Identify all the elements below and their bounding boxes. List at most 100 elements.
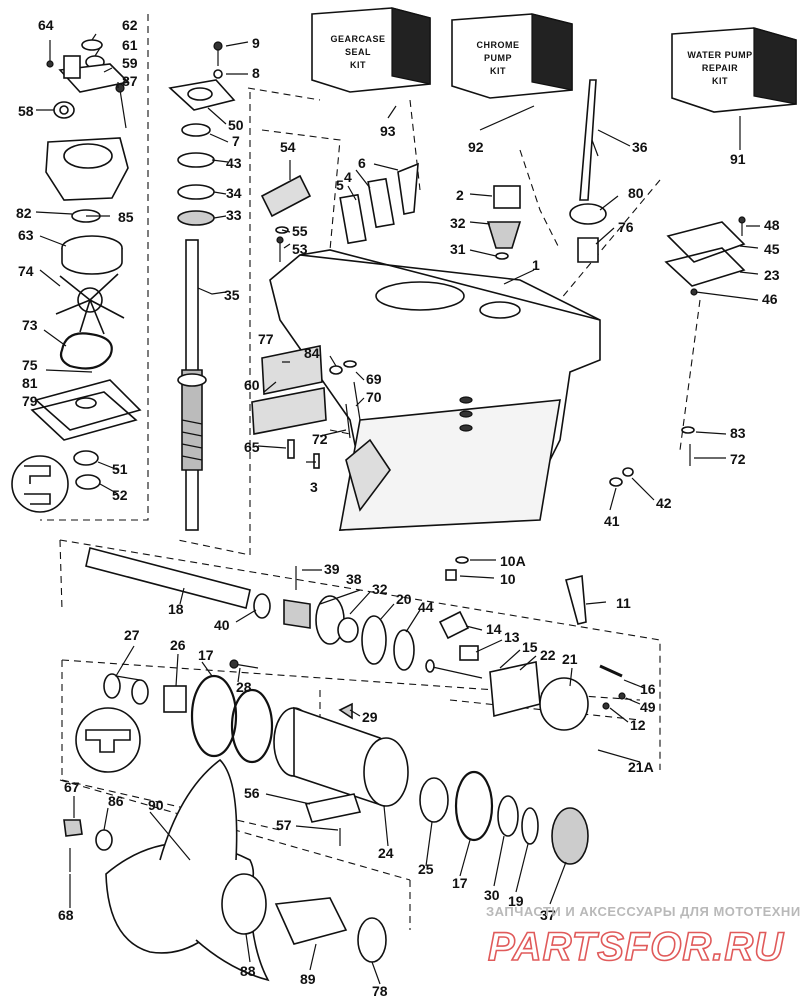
callout-26: 26 [170, 637, 186, 653]
callout-79: 79 [22, 393, 38, 409]
callout-11: 11 [616, 595, 631, 611]
callout-7: 7 [232, 133, 240, 149]
dashed-group-lines [40, 14, 701, 930]
callout-27: 27 [124, 627, 140, 643]
callout-65: 65 [244, 439, 260, 455]
callout-44: 44 [418, 599, 434, 615]
callout-leader-lines [35, 33, 760, 985]
callout-17: 17 [198, 647, 214, 663]
callout-14: 14 [486, 621, 502, 637]
propshaft-parts [75, 547, 626, 865]
callout-23: 23 [764, 267, 780, 283]
callout-72: 72 [730, 451, 746, 467]
callout-17: 17 [452, 875, 468, 891]
callout-93: 93 [380, 123, 396, 139]
callout-13: 13 [504, 629, 520, 645]
callout-39: 39 [324, 561, 340, 577]
callout-15: 15 [522, 639, 538, 655]
callout-89: 89 [300, 971, 316, 987]
callout-46: 46 [762, 291, 778, 307]
callout-49: 49 [640, 699, 656, 715]
callout-35: 35 [224, 287, 240, 303]
callout-85: 85 [118, 209, 134, 225]
kit-label-line: REPAIR [702, 63, 738, 73]
kit-label-line: KIT [350, 60, 366, 70]
callout-numbers: 64 62 61 5 9 87 58 82 85 6 3 7 4 73 75 8 1 7… [16, 17, 780, 999]
watermark-brand: PARTSFOR.RU [488, 925, 784, 969]
callout-60: 60 [244, 377, 260, 393]
callout-90: 90 [148, 797, 164, 813]
callout-1: 1 [532, 257, 540, 273]
callout-3: 3 [310, 479, 318, 495]
callout-70: 70 [366, 389, 382, 405]
callout-2: 2 [456, 187, 464, 203]
callout-64: 64 [38, 17, 54, 33]
callout-87: 87 [122, 73, 138, 89]
callout-54: 54 [280, 139, 296, 155]
callout-38: 38 [346, 571, 362, 587]
callout-51: 51 [112, 461, 128, 477]
callout-53: 53 [292, 241, 308, 257]
callout-18: 18 [168, 601, 184, 617]
callout-48: 48 [764, 217, 780, 233]
callout-69: 69 [366, 371, 382, 387]
water-pump-repair-kit-box: WATER PUMP REPAIR KIT [671, 27, 797, 113]
chrome-pump-kit-box: CHROME PUMP KIT [451, 13, 573, 99]
callout-58: 58 [18, 103, 34, 119]
callout-20: 20 [396, 591, 412, 607]
callout-78: 78 [372, 983, 388, 999]
callout-52: 52 [112, 487, 128, 503]
upper-small-parts [260, 79, 746, 296]
callout-32: 32 [450, 215, 466, 231]
callout-16: 16 [640, 681, 656, 697]
callout-8: 8 [252, 65, 260, 81]
callout-72: 72 [312, 431, 328, 447]
kit-label-line: SEAL [345, 47, 371, 57]
callout-91: 91 [730, 151, 746, 167]
gearcase-seal-kit-box: GEARCASE SEAL KIT [311, 7, 431, 93]
callout-45: 45 [764, 241, 780, 257]
callout-37: 37 [540, 907, 556, 923]
callout-57: 57 [276, 817, 292, 833]
callout-73: 73 [22, 317, 38, 333]
callout-43: 43 [226, 155, 242, 171]
callout-29: 29 [362, 709, 378, 725]
callout-4: 4 [344, 169, 352, 185]
callout-10a: 10A [500, 553, 526, 569]
callout-36: 36 [632, 139, 648, 155]
callout-83: 83 [730, 425, 746, 441]
callout-9: 9 [252, 35, 260, 51]
callout-24: 24 [378, 845, 394, 861]
callout-61: 61 [122, 37, 138, 53]
callout-68: 68 [58, 907, 74, 923]
kit-label-line: GEARCASE [330, 34, 385, 44]
callout-21: 21 [562, 651, 578, 667]
callout-22: 22 [540, 647, 556, 663]
callout-76: 76 [618, 219, 634, 235]
watermark: ЗАПЧАСТИ И АКСЕССУАРЫ ДЛЯ МОТОТЕХНИКИ PA… [486, 904, 800, 970]
callout-32: 32 [372, 581, 388, 597]
callout-42: 42 [656, 495, 672, 511]
callout-80: 80 [628, 185, 644, 201]
kit-label-line: CHROME [477, 40, 520, 50]
callout-62: 62 [122, 17, 138, 33]
kit-label-line: KIT [490, 66, 506, 76]
callout-82: 82 [16, 205, 32, 221]
callout-41: 41 [604, 513, 620, 529]
callout-10: 10 [500, 571, 516, 587]
callout-21a: 21A [628, 759, 654, 775]
callout-25: 25 [418, 861, 434, 877]
watermark-tagline: ЗАПЧАСТИ И АКСЕССУАРЫ ДЛЯ МОТОТЕХНИКИ [486, 904, 800, 919]
callout-31: 31 [450, 241, 466, 257]
callout-6: 6 [358, 155, 366, 171]
callout-75: 75 [22, 357, 38, 373]
callout-92: 92 [468, 139, 484, 155]
callout-88: 88 [240, 963, 256, 979]
middle-left-parts [251, 345, 695, 487]
callout-5: 5 [336, 177, 344, 193]
callout-55: 55 [292, 223, 308, 239]
callout-84: 84 [304, 345, 320, 361]
callout-34: 34 [226, 185, 242, 201]
callout-19: 19 [508, 893, 524, 909]
callout-56: 56 [244, 785, 260, 801]
